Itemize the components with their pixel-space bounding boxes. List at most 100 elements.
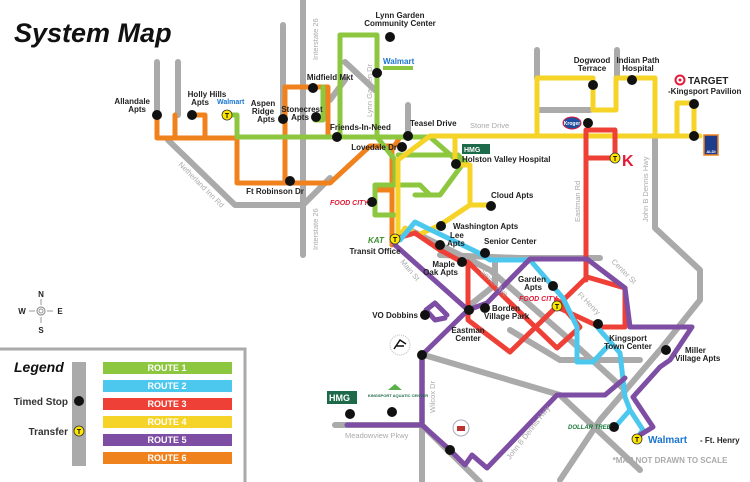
legend-route-2: ROUTE 2 xyxy=(147,381,186,391)
aquatic-mountain-icon xyxy=(388,384,402,390)
label-walmart-fth-2: - Ft. Henry xyxy=(700,436,740,445)
label-holston: Holston Valley Hospital xyxy=(462,155,550,164)
legend-route-1-swatch xyxy=(103,362,232,374)
stop-lynn-garden[interactable] xyxy=(385,32,395,42)
stop-target[interactable] xyxy=(689,99,699,109)
label-miller-1: Miller xyxy=(685,346,706,355)
transfer-food-city[interactable]: T xyxy=(551,300,563,312)
stop-hmg-meadowview[interactable] xyxy=(345,409,355,419)
label-midfield: Midfield Mkt xyxy=(307,73,354,82)
stop-aquatic-center[interactable] xyxy=(387,407,397,417)
logos: Walmart Walmart FOOD CITY FOOD CITY HMG … xyxy=(217,57,719,437)
stop-eastman[interactable] xyxy=(464,305,474,315)
label-lynn-garden-1: Lynn Garden xyxy=(375,11,424,20)
transfer-walmart-west[interactable]: T xyxy=(221,109,233,121)
label-holly-hills-2: Apts xyxy=(191,98,209,107)
stop-dogwood[interactable] xyxy=(588,80,598,90)
stop-food-city[interactable] xyxy=(367,197,377,207)
label-eastman-2: Center xyxy=(455,334,480,343)
road-label-ft-henry: Ft Henry xyxy=(576,290,603,317)
road-label-lynn-garden: Lynn Garden Dr xyxy=(365,63,374,117)
label-stonecrest-1: Stonecrest xyxy=(281,105,323,114)
svg-text:T: T xyxy=(393,237,398,244)
stop-walmart-nm[interactable] xyxy=(372,68,382,78)
label-garden-1: Garden xyxy=(518,275,546,284)
stop-lovedale[interactable] xyxy=(397,142,407,152)
target-logo-icon xyxy=(674,74,686,86)
stop-holly-hills[interactable] xyxy=(187,110,197,120)
compass-w: W xyxy=(18,307,26,316)
label-lee-1: Lee xyxy=(450,231,464,240)
label-washington: Washington Apts xyxy=(453,222,519,231)
walmart-logo: Walmart xyxy=(217,99,245,106)
legend-transfer-icon xyxy=(73,425,85,437)
legend-route-6: ROUTE 6 xyxy=(147,453,186,463)
legend-route-4-swatch xyxy=(103,416,232,428)
stop-maple-oak[interactable] xyxy=(457,257,467,267)
transfer-transit-office[interactable]: T xyxy=(389,233,401,245)
hhs-eagle-icon xyxy=(389,334,411,356)
transfer-points: T T T T T xyxy=(221,109,643,445)
stop-indian-path[interactable] xyxy=(627,75,637,85)
timed-stops xyxy=(152,32,699,455)
stop-washington[interactable] xyxy=(436,221,446,231)
stop-stonecrest[interactable] xyxy=(311,112,321,122)
legend-stop-icon xyxy=(74,396,84,406)
stop-teasel[interactable] xyxy=(403,131,413,141)
road-label-stone-drive: Stone Drive xyxy=(470,121,509,130)
transfer-kmart[interactable]: T xyxy=(609,152,621,164)
legend-route-2-swatch xyxy=(103,380,232,392)
compass-icon: N S E W xyxy=(18,290,63,335)
stop-aldi[interactable] xyxy=(689,131,699,141)
legend-title: Legend xyxy=(14,359,64,375)
compass-s: S xyxy=(38,326,44,335)
label-teasel: Teasel Drive xyxy=(410,119,457,128)
stop-miller[interactable] xyxy=(661,345,671,355)
food-city-logo: FOOD CITY xyxy=(330,200,369,207)
kroger-logo: Kroger xyxy=(564,121,580,127)
label-maple-1: Maple xyxy=(432,260,455,269)
stop-ft-robinson[interactable] xyxy=(285,176,295,186)
scale-note: *MAP NOT DRAWN TO SCALE xyxy=(613,456,728,465)
stop-borden[interactable] xyxy=(480,303,490,313)
label-lovedale: Lovedale Dr xyxy=(351,143,397,152)
stop-allandale[interactable] xyxy=(152,110,162,120)
hmg-logo: HMG xyxy=(464,147,481,154)
label-garden-2: Apts xyxy=(524,283,542,292)
stop-garden[interactable] xyxy=(548,281,558,291)
stop-kroger[interactable] xyxy=(583,118,593,128)
label-aspen-2: Ridge xyxy=(252,107,275,116)
label-eastman-1: Eastman xyxy=(451,326,484,335)
walmart-nm-logo: Walmart xyxy=(383,57,415,66)
svg-text:T: T xyxy=(613,156,618,163)
label-lee-2: Apts xyxy=(447,239,465,248)
hmg-logo-icon xyxy=(462,144,490,154)
label-allandale-2: Apts xyxy=(128,105,146,114)
stop-dollar-tree[interactable] xyxy=(609,422,619,432)
label-ft-robinson: Ft Robinson Dr xyxy=(246,187,304,196)
route-5-line xyxy=(344,242,695,471)
hmg-logo-2: HMG xyxy=(329,393,350,403)
stop-cloud[interactable] xyxy=(486,201,496,211)
kmart-logo: K xyxy=(622,153,634,170)
stop-lee[interactable] xyxy=(435,240,445,250)
svg-text:T: T xyxy=(635,437,640,444)
stop-kingsport-tc[interactable] xyxy=(593,319,603,329)
stop-senior-center[interactable] xyxy=(480,248,490,258)
stop-holston[interactable] xyxy=(451,159,461,169)
stop-midfield[interactable] xyxy=(308,83,318,93)
transfer-walmart-ft-henry[interactable]: T xyxy=(631,433,643,445)
label-ktc-2: Town Center xyxy=(604,342,652,351)
label-lynn-garden-2: Community Center xyxy=(364,19,436,28)
dollar-tree-logo: DOLLAR TREE xyxy=(568,425,612,431)
stop-vo-dobbins[interactable] xyxy=(420,310,430,320)
stop-va-center[interactable] xyxy=(417,350,427,360)
label-maple-2: Oak Apts xyxy=(423,268,458,277)
stop-seal-building[interactable] xyxy=(445,445,455,455)
label-walmart-fth: Walmart xyxy=(648,435,688,446)
stop-friends-in-need[interactable] xyxy=(332,132,342,142)
seal-icon xyxy=(452,419,470,437)
stop-aspen-ridge[interactable] xyxy=(278,114,288,124)
label-cloud: Cloud Apts xyxy=(491,191,534,200)
